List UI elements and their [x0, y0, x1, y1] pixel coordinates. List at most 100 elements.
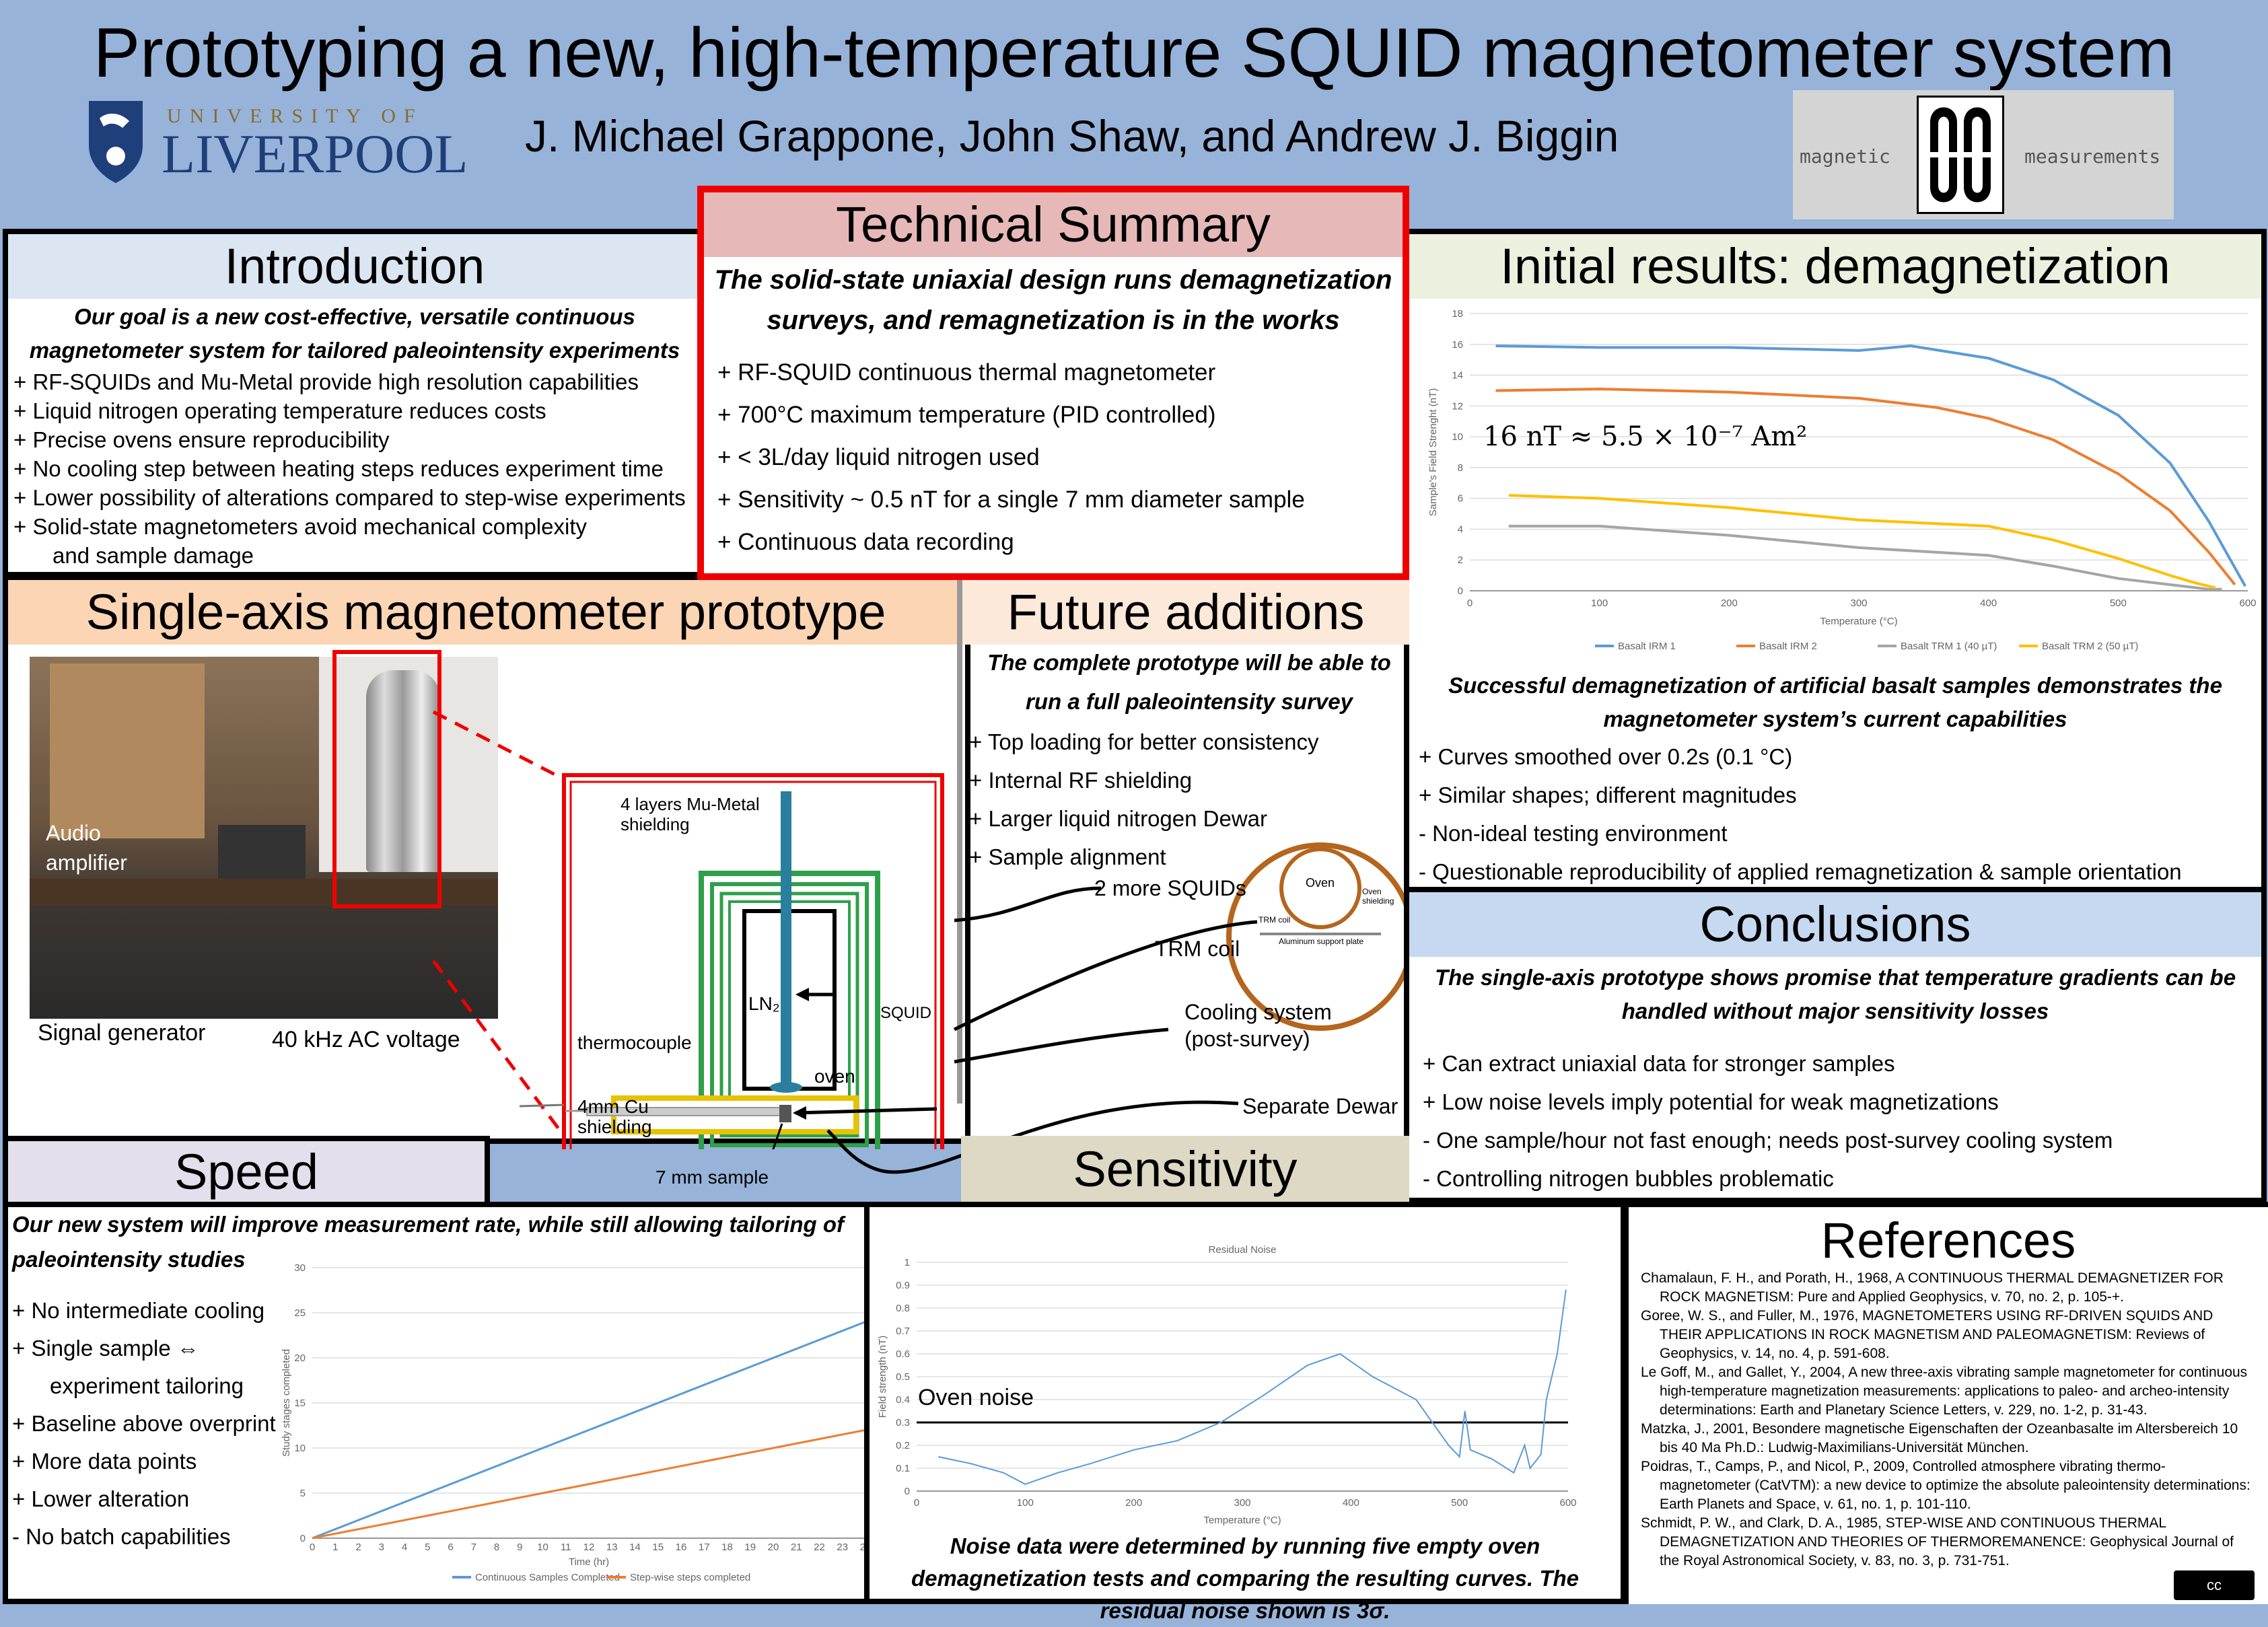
list-item: + Top loading for better consistency	[969, 729, 1319, 754]
university-top-text: UNIVERSITY OF	[167, 105, 423, 127]
x-tick-label: 20	[768, 1542, 779, 1553]
reference-item: Poidras, T., Camps, P., and Nicol, P., 2…	[1641, 1459, 2251, 1512]
list-item: + Precise ovens ensure reproducibility	[13, 427, 390, 452]
prototype-title: Single-axis magnetometer prototype	[8, 580, 964, 645]
list-item: + No cooling step between heating steps …	[13, 456, 664, 481]
list-item: - Questionable reproducibility of applie…	[1419, 859, 2182, 884]
shield-icon	[89, 101, 143, 183]
legend-label: Basalt IRM 2	[1759, 641, 1817, 652]
y-tick-label: 0.1	[896, 1463, 910, 1474]
list-item: + RF-SQUIDs and Mu-Metal provide high re…	[13, 369, 639, 394]
initial-results-title: Initial results: demagnetization	[1409, 234, 2261, 299]
y-tick-label: 15	[294, 1398, 306, 1409]
y-tick-label: 30	[294, 1262, 306, 1274]
y-tick-label: 0.7	[896, 1326, 910, 1337]
callout-trm-coil: TRM coil	[1155, 937, 1240, 961]
conclusions-title: Conclusions	[1409, 892, 2261, 957]
y-tick-label: 1	[905, 1257, 910, 1268]
inset-trm-label: TRM coil	[1259, 915, 1291, 925]
photo-foil-stack	[366, 670, 440, 872]
authors: J. Michael Grappone, John Shaw, and Andr…	[525, 111, 1619, 161]
squid-label: SQUID	[880, 1004, 932, 1022]
x-tick-label: 5	[425, 1542, 430, 1553]
y-axis-label: Field strength (nT)	[877, 1336, 888, 1418]
legend-label: Continuous Samples Completed	[475, 1572, 620, 1583]
reference-item: Matzka, J., 2001, Besondere magnetische …	[1641, 1421, 2238, 1455]
x-tick-label: 19	[744, 1542, 756, 1553]
initial-results-bullets: + Curves smoothed over 0.2s (0.1 °C) + S…	[1419, 737, 2182, 891]
x-tick-label: 300	[1234, 1497, 1250, 1509]
references-panel: References Chamalaun, F. H., and Porath,…	[1623, 1202, 2268, 1604]
chart-title: Residual Noise	[1209, 1244, 1277, 1256]
y-tick-label: 0.4	[896, 1394, 910, 1406]
x-tick-label: 400	[1980, 598, 1997, 609]
company-right-text: measurements	[2024, 145, 2161, 168]
list-item: + Curves smoothed over 0.2s (0.1 °C)	[1419, 744, 1793, 769]
x-tick-label: 100	[1591, 598, 1608, 609]
y-tick-label: 0	[300, 1533, 306, 1544]
y-tick-label: 5	[300, 1488, 306, 1499]
x-tick-label: 200	[1125, 1497, 1142, 1509]
reference-item: Chamalaun, F. H., and Porath, H., 1968, …	[1641, 1270, 2224, 1305]
technical-panel: Technical Summary The solid-state uniaxi…	[697, 186, 1409, 580]
technical-title: Technical Summary	[704, 192, 1403, 257]
prototype-panel: Single-axis magnetometer prototype Audio…	[3, 575, 970, 1188]
list-item: + Baseline above overprint	[12, 1411, 276, 1436]
y-tick-label: 2	[1458, 554, 1463, 566]
photo-label-signal: Signal generator	[38, 1020, 206, 1046]
references-title: References	[1820, 1213, 2076, 1268]
x-tick-label: 200	[1721, 598, 1738, 609]
list-item: + Can extract uniaxial data for stronger…	[1423, 1051, 1895, 1076]
x-tick-label: 15	[652, 1542, 664, 1553]
x-tick-label: 4	[402, 1542, 407, 1553]
x-tick-label: 400	[1343, 1497, 1359, 1509]
inset-plate-label: Aluminum support plate	[1279, 937, 1364, 946]
y-tick-label: 8	[1458, 462, 1463, 474]
x-tick-label: 9	[517, 1542, 522, 1553]
list-item: + No intermediate cooling	[12, 1298, 265, 1323]
list-item: - One sample/hour not fast enough; needs…	[1423, 1128, 2113, 1153]
inset-oven-label: Oven	[1306, 876, 1335, 890]
introduction-bullets: + RF-SQUIDs and Mu-Metal provide high re…	[13, 367, 686, 570]
x-tick-label: 13	[606, 1542, 618, 1553]
series-line	[938, 1289, 1567, 1485]
callout-squids: 2 more SQUIDs	[1094, 876, 1246, 900]
x-axis-label: Time (hr)	[569, 1556, 609, 1568]
x-tick-label: 600	[2239, 598, 2256, 609]
mumetal-label: 4 layers Mu-Metal shielding	[621, 794, 760, 834]
y-tick-label: 10	[294, 1443, 306, 1454]
list-item: + RF-SQUID continuous thermal magnetomet…	[717, 359, 1216, 386]
company-left-text: magnetic	[1800, 145, 1890, 168]
introduction-lead: Our goal is a new cost-effective, versat…	[29, 304, 680, 363]
list-item: + Larger liquid nitrogen Dewar	[969, 806, 1268, 831]
technical-lead: The solid-state uniaxial design runs dem…	[714, 265, 1392, 335]
y-tick-label: 6	[1458, 493, 1463, 505]
company-logo: magnetic measurements	[1793, 90, 2174, 219]
speed-lead: Our new system will improve measurement …	[12, 1212, 844, 1272]
series-line	[312, 1321, 864, 1540]
list-item: + Liquid nitrogen operating temperature …	[13, 398, 546, 423]
callout-dewar: Separate Dewar	[1242, 1094, 1398, 1118]
schematic-diagram	[431, 710, 944, 1149]
x-tick-label: 0	[914, 1497, 919, 1509]
list-item: + < 3L/day liquid nitrogen used	[717, 444, 1040, 470]
photo-door	[50, 663, 205, 838]
list-item: + Internal RF shielding	[969, 768, 1193, 793]
x-tick-label: 10	[537, 1542, 548, 1553]
x-tick-label: 17	[699, 1542, 710, 1553]
conclusions-bullets: + Can extract uniaxial data for stronger…	[1423, 1044, 2113, 1198]
list-item: + More data points	[12, 1449, 197, 1474]
legend-label: Basalt TRM 2 (50 µT)	[2042, 641, 2138, 652]
magnet-logo-icon	[1917, 96, 2004, 214]
x-tick-label: 0	[1467, 598, 1473, 609]
photo-table	[30, 879, 498, 906]
x-tick-label: 16	[676, 1542, 687, 1553]
y-tick-label: 12	[1452, 400, 1463, 412]
x-tick-label: 21	[791, 1542, 802, 1553]
y-tick-label: 0.2	[896, 1440, 910, 1451]
list-item: + Lower possibility of alterations compa…	[13, 485, 686, 510]
list-item: + Lower alteration	[12, 1486, 190, 1511]
